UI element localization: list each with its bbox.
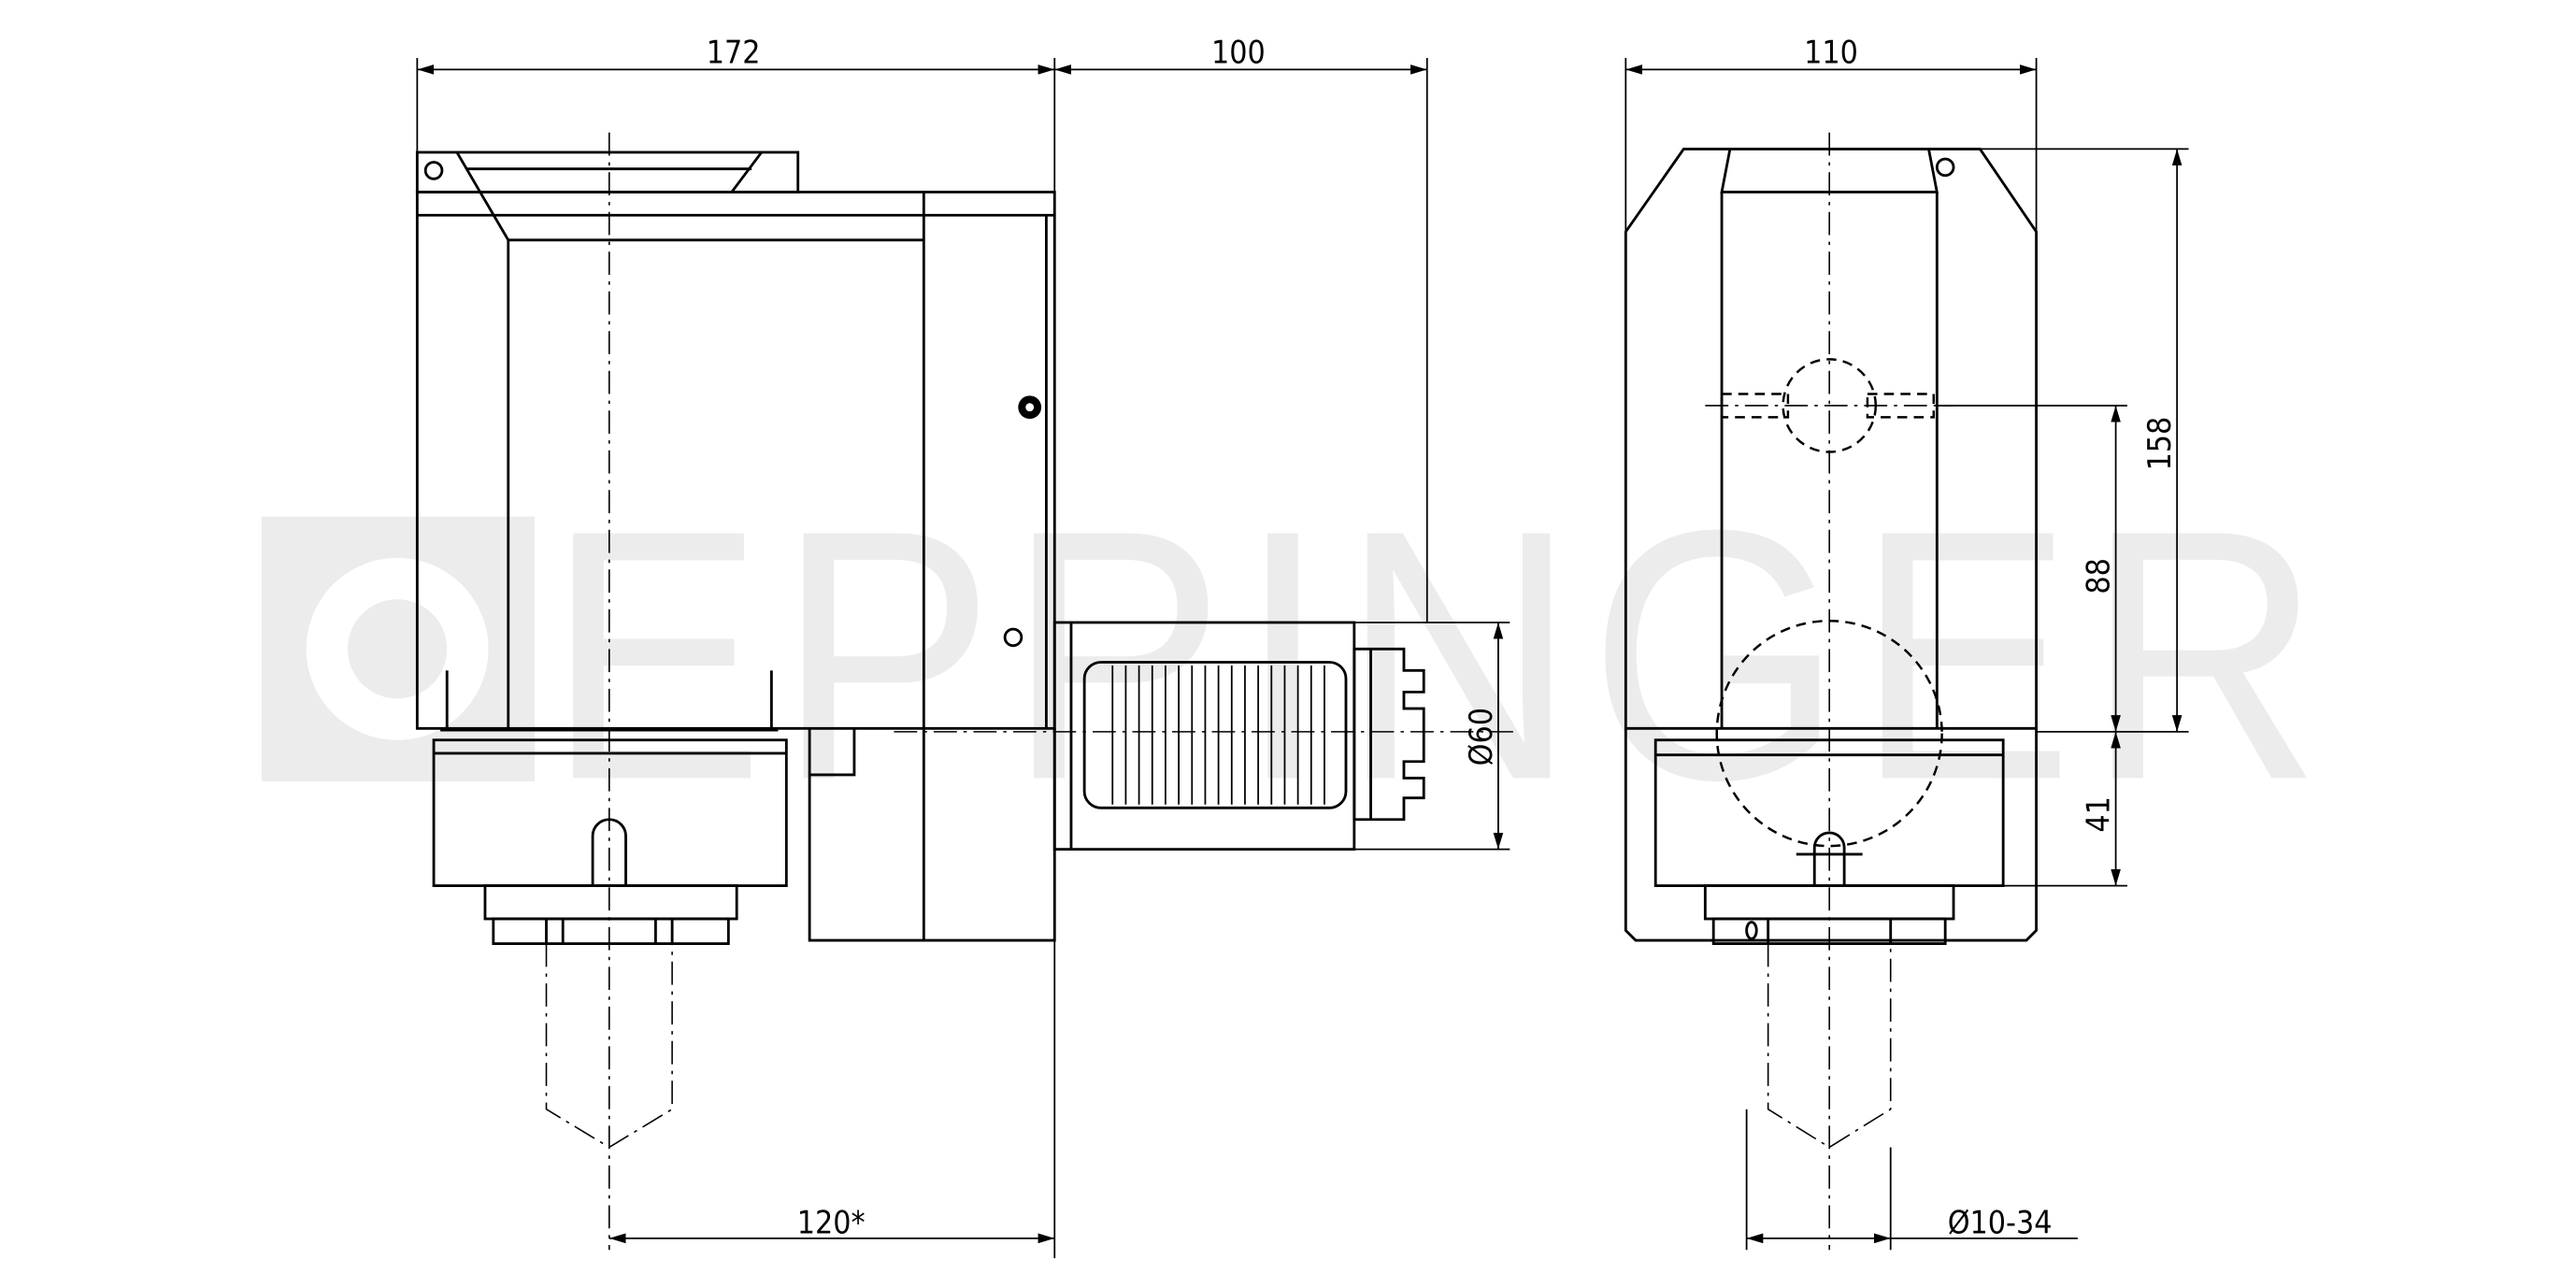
dim-88: 88 bbox=[2081, 558, 2117, 594]
screw-icon bbox=[1935, 157, 1955, 178]
dim-158: 158 bbox=[2141, 417, 2178, 471]
hole-icon bbox=[1003, 627, 1023, 648]
bellows bbox=[1082, 661, 1348, 809]
dim-120: 120* bbox=[797, 1205, 866, 1241]
screw-icon bbox=[423, 161, 444, 180]
side-view bbox=[415, 132, 1515, 1251]
dim-110: 110 bbox=[1804, 34, 1858, 70]
dim-172: 172 bbox=[707, 34, 761, 70]
watermark-logo: EPPINGER bbox=[261, 455, 2334, 853]
dim-41: 41 bbox=[2081, 796, 2117, 833]
dim-collet-range: Ø10-34 bbox=[1948, 1205, 2053, 1241]
dim-100: 100 bbox=[1211, 34, 1266, 70]
watermark-text: EPPINGER bbox=[546, 455, 2334, 853]
front-view bbox=[1624, 132, 2039, 1251]
dimension-labels: 172 100 110 120* Ø10-34 Ø60 158 88 41 bbox=[707, 34, 2178, 1240]
dimension-lines bbox=[416, 57, 2189, 1259]
dim-diameter-60: Ø60 bbox=[1463, 708, 1499, 766]
